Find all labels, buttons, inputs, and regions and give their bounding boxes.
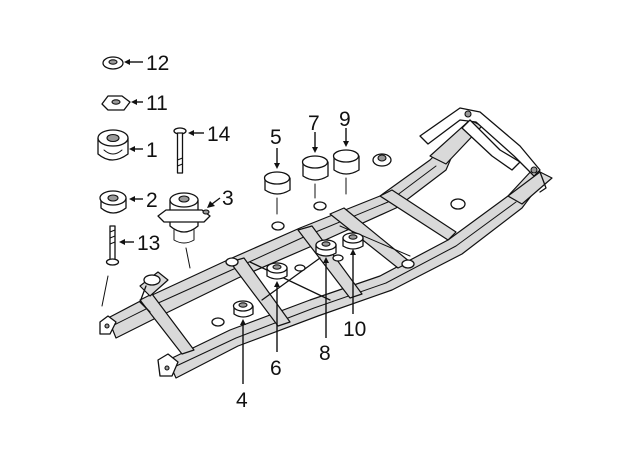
part-1-upper-cushion	[97, 129, 129, 161]
part-11-retainer	[101, 95, 131, 111]
callout-arrows	[119, 59, 356, 384]
leader-lines	[101, 177, 347, 307]
callout-4: 4	[236, 389, 248, 412]
part-13-bolt	[105, 225, 120, 266]
callout-2: 2	[146, 189, 158, 212]
callout-9: 9	[339, 108, 351, 131]
callout-12: 12	[146, 52, 169, 75]
vehicle-frame	[99, 107, 553, 379]
part-5-cushion	[263, 171, 291, 195]
callout-8: 8	[319, 342, 331, 365]
part-9-cushion	[332, 149, 360, 175]
part-3-cab-mount	[157, 192, 211, 244]
callout-5: 5	[270, 126, 282, 149]
callout-11: 11	[146, 92, 168, 115]
callout-1: 1	[146, 139, 158, 162]
callout-7: 7	[308, 112, 320, 135]
part-12-washer	[102, 56, 124, 70]
callout-10: 10	[343, 318, 366, 341]
part-2-lower-cushion	[99, 190, 127, 214]
part-4-cushion	[232, 300, 254, 318]
callout-13: 13	[137, 232, 160, 255]
callout-3: 3	[222, 187, 234, 210]
part-7-cushion	[301, 155, 329, 181]
part-14-bolt	[173, 127, 187, 174]
callout-14: 14	[207, 123, 231, 146]
callout-6: 6	[270, 357, 282, 380]
part-8-cushion	[315, 239, 337, 257]
part-10-cushion	[342, 232, 364, 250]
part-6-cushion	[266, 262, 288, 280]
